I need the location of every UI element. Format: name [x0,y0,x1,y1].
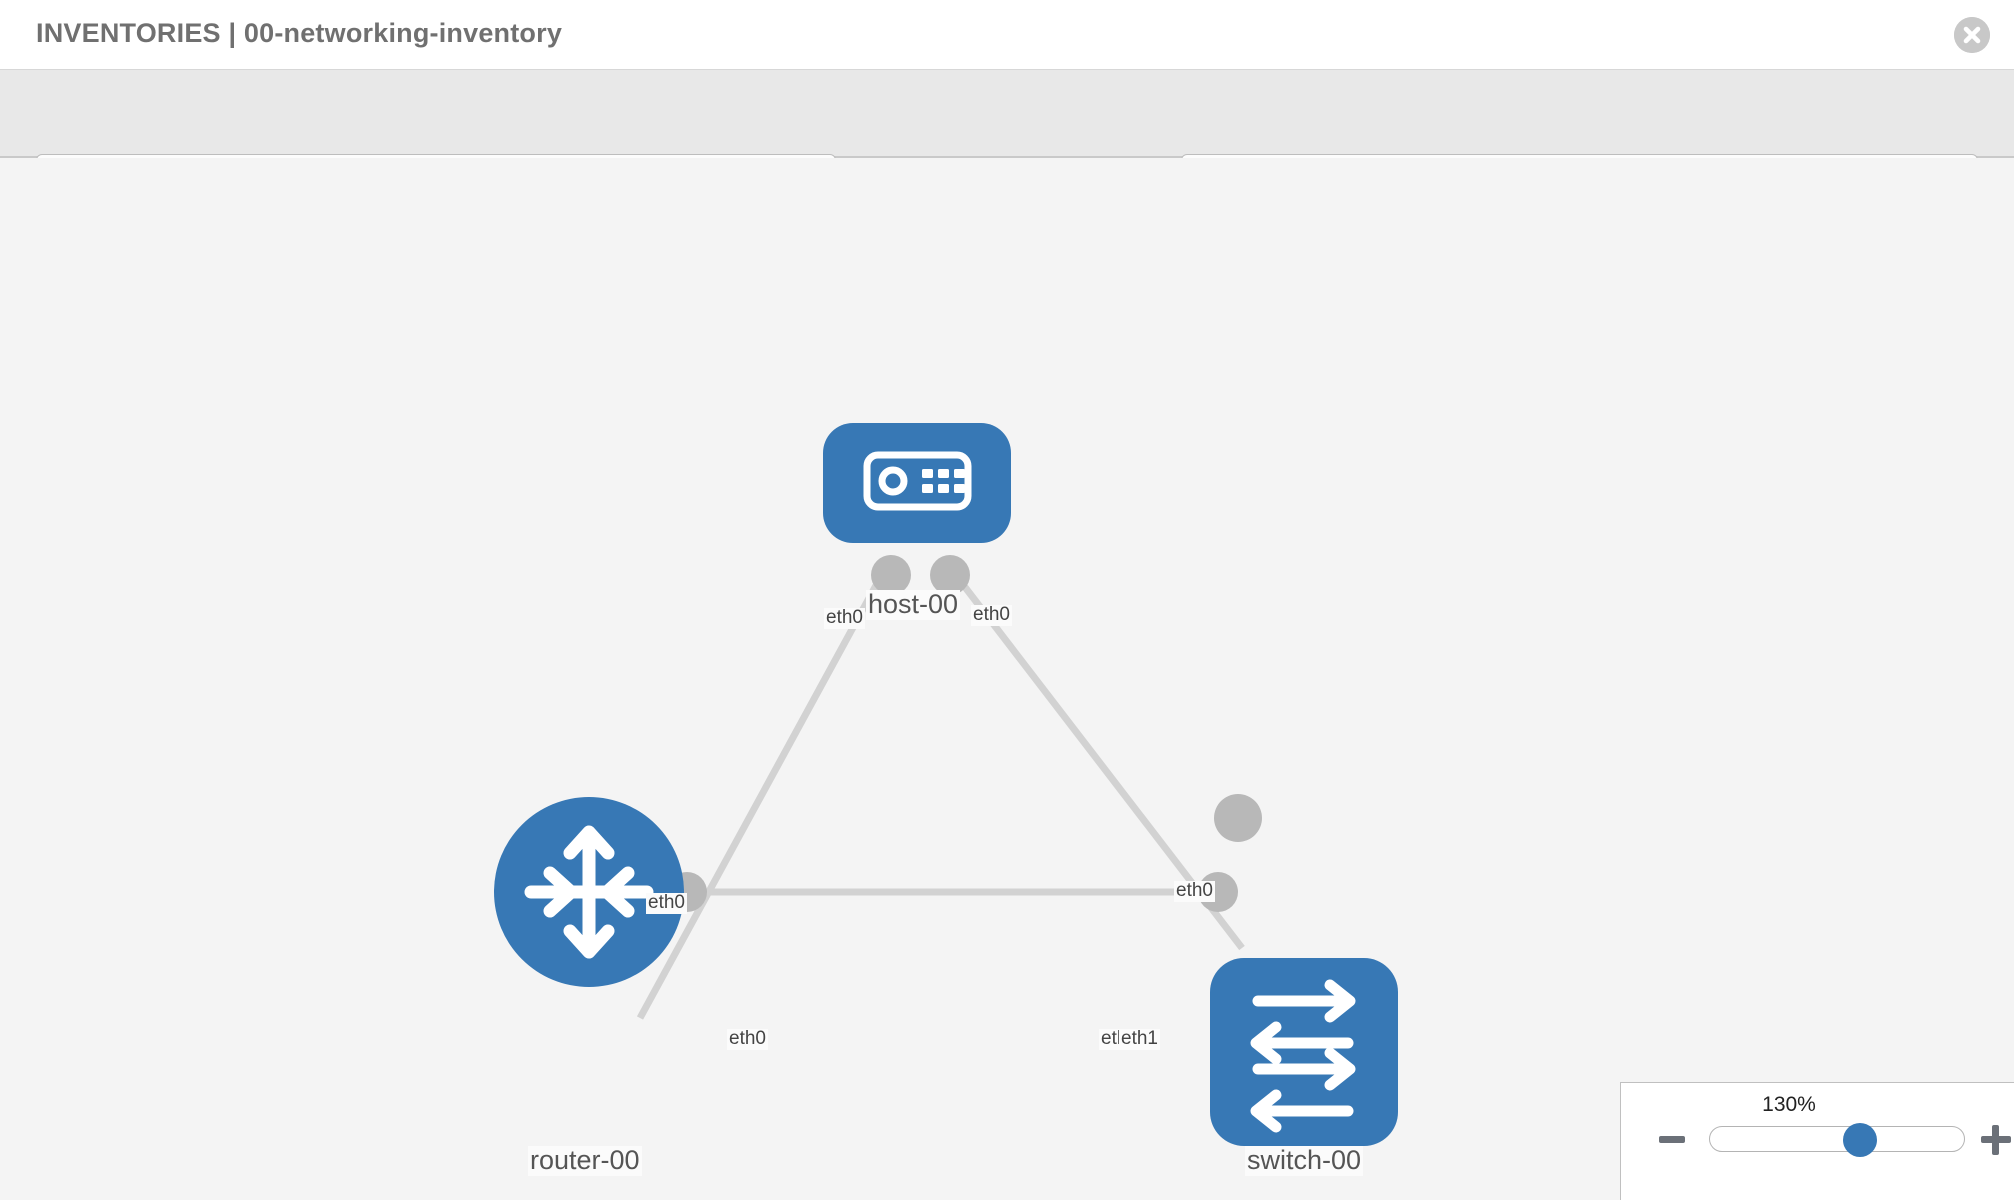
close-icon[interactable] [1954,17,1990,53]
zoom-percent-label: 130% [1762,1093,1816,1116]
zoom-out-button[interactable] [1659,1136,1685,1143]
page-title: INVENTORIES | 00-networking-inventory [36,18,563,48]
iface-label: eth0 [727,1028,768,1050]
topology-links [636,575,1245,1020]
switch-arrows-icon [1250,979,1356,1133]
iface-label: eth0 [824,607,865,629]
router-arrows-icon [524,825,654,959]
connector-host00-left [871,555,911,595]
toolbar: ACTIONS SEARCH [0,70,2014,212]
node-label-switch-00: switch-00 [1245,1145,1364,1176]
topology-graph [494,423,1398,1146]
connector-host00-right [930,555,970,595]
node-host-00 [823,423,1011,543]
page-header: INVENTORIES | 00-networking-inventory [0,0,2014,70]
zoom-control-panel: 130% [1620,1082,2014,1200]
node-label-host-00: host-00 [866,589,961,620]
iface-label: eth1 [1119,1028,1160,1050]
iface-label: eth0 [646,892,687,914]
zoom-slider[interactable] [1709,1123,1965,1157]
iface-label: eth0 [971,604,1012,626]
iface-label: eth0 [1174,880,1215,902]
server-icon [863,451,972,511]
topology-canvas[interactable]: host-00 router-00 switch-00 eth0 eth0 et… [0,158,2014,1200]
connector-switch00-top [1214,794,1262,842]
node-router-00 [494,797,684,987]
zoom-slider-thumb[interactable] [1843,1123,1878,1157]
zoom-in-button[interactable] [1981,1125,2011,1155]
link-host00-router00 [636,576,884,1020]
node-switch-00 [1210,958,1398,1146]
node-label-router-00: router-00 [528,1145,642,1176]
